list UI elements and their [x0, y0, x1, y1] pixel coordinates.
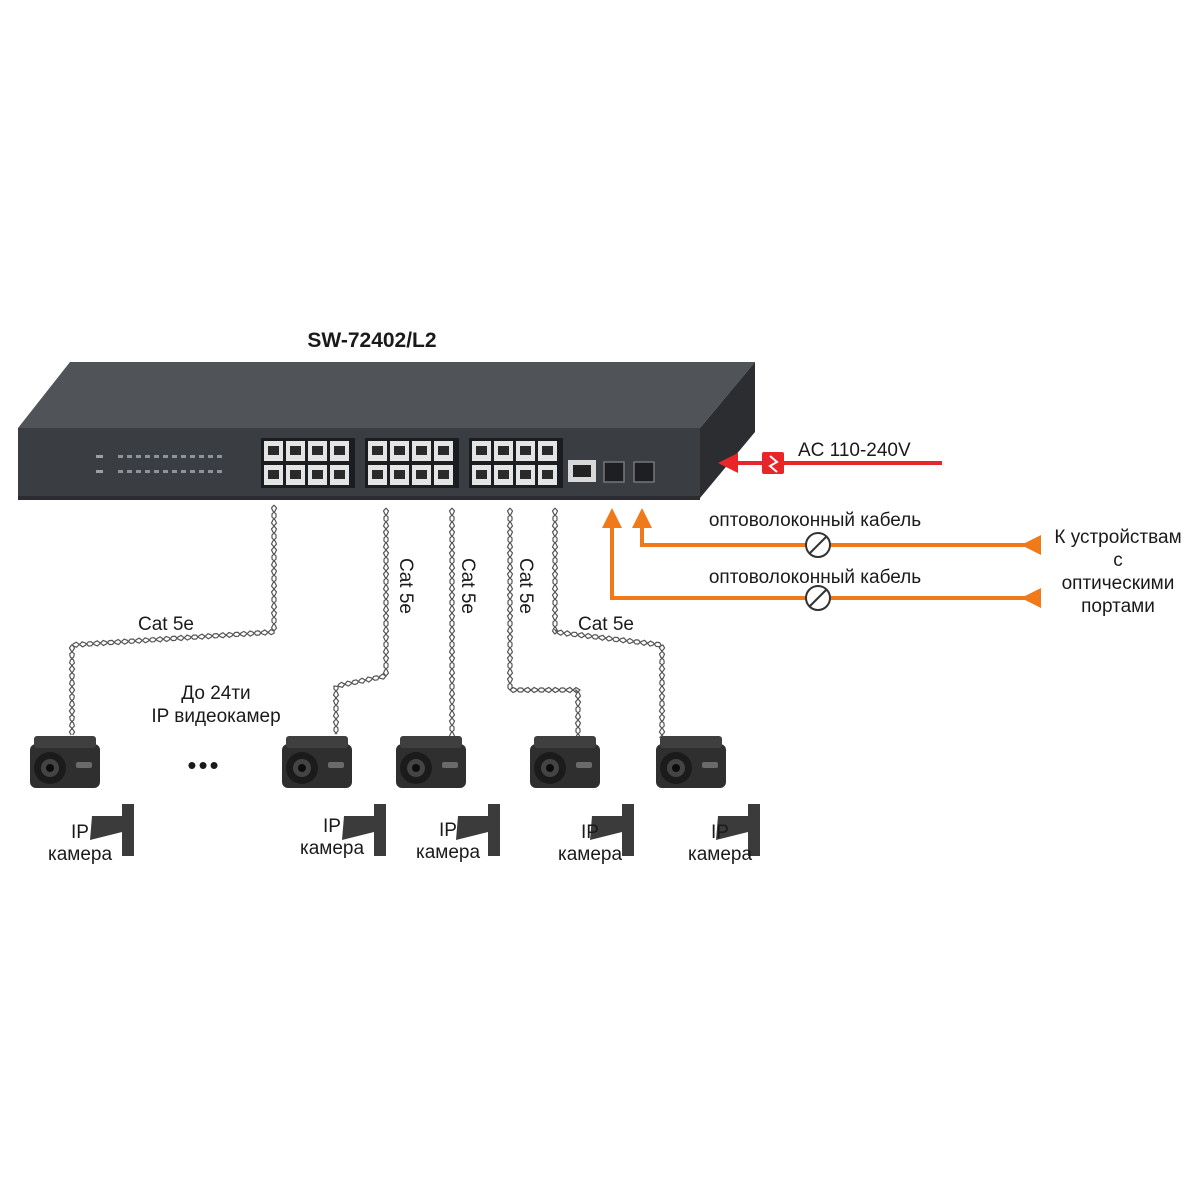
rj45-ports — [261, 438, 563, 488]
cat5e-cable-1 — [68, 504, 278, 736]
port-led — [118, 470, 123, 473]
port-led — [136, 470, 141, 473]
port-led — [127, 470, 132, 473]
camera-group-label: До 24ти IP видеокамер — [151, 683, 281, 727]
port-led — [181, 455, 186, 458]
sfp-port-1 — [603, 461, 625, 483]
fiber-cable-label-1: оптоволоконный кабель — [708, 510, 922, 531]
port-led — [136, 455, 141, 458]
port-led — [145, 470, 150, 473]
cat5e-label-vertical-3: Cat 5e — [515, 558, 536, 614]
switch-model-label: SW-72402/L2 — [307, 329, 437, 352]
port-led — [181, 470, 186, 473]
camera-2-label: IP камера — [299, 816, 365, 859]
cat5e-label-right: Cat 5e — [578, 614, 634, 635]
cat5e-cable-2 — [332, 507, 390, 735]
fiber-destination-label: К устройствам с оптическими портами — [1054, 527, 1182, 617]
port-led — [208, 470, 213, 473]
port-led — [118, 455, 123, 458]
cat5e-cable-1 — [68, 504, 278, 736]
port-led — [163, 470, 168, 473]
cat5e-label-vertical-2: Cat 5e — [457, 558, 478, 614]
port-led — [145, 455, 150, 458]
port-led — [172, 470, 177, 473]
sfp-port-2 — [633, 461, 655, 483]
port-led — [163, 455, 168, 458]
port-led — [208, 455, 213, 458]
fiber-connector-icon — [805, 585, 831, 611]
cat5e-cable-4 — [506, 507, 582, 739]
cat5e-cable-3 — [448, 507, 456, 740]
port-led — [190, 470, 195, 473]
camera-4-label: IP камера — [557, 822, 623, 865]
camera-3-label: IP камера — [415, 820, 481, 863]
fiber-lines — [602, 508, 1041, 608]
more-cameras-ellipsis: ••• — [187, 750, 221, 780]
port-led — [127, 455, 132, 458]
power-label: AC 110-240V — [798, 440, 911, 461]
cat5e-cable-3 — [448, 507, 456, 740]
cat5e-cables — [68, 504, 666, 740]
port-led — [190, 455, 195, 458]
port-led — [154, 455, 159, 458]
port-led — [199, 455, 204, 458]
camera-1-label: IP камера — [47, 822, 113, 865]
cat5e-cable-2 — [332, 507, 390, 735]
fiber-connector-icon — [805, 532, 831, 558]
port-led — [217, 455, 222, 458]
cat5e-label-left: Cat 5e — [138, 614, 194, 635]
port-leds — [118, 455, 222, 473]
power-fuse-icon — [762, 452, 784, 474]
port-led — [199, 470, 204, 473]
cat5e-cable-5 — [551, 507, 666, 739]
port-led — [217, 470, 222, 473]
port-led — [154, 470, 159, 473]
port-led — [172, 455, 177, 458]
power-line — [718, 452, 942, 474]
status-leds — [96, 455, 103, 473]
fiber-cable-label-2: оптоволоконный кабель — [708, 567, 922, 588]
camera-5-label: IP камера — [687, 822, 753, 865]
cat5e-cable-4 — [506, 507, 582, 739]
network-switch — [18, 362, 755, 500]
cat5e-label-vertical-1: Cat 5e — [395, 558, 416, 614]
